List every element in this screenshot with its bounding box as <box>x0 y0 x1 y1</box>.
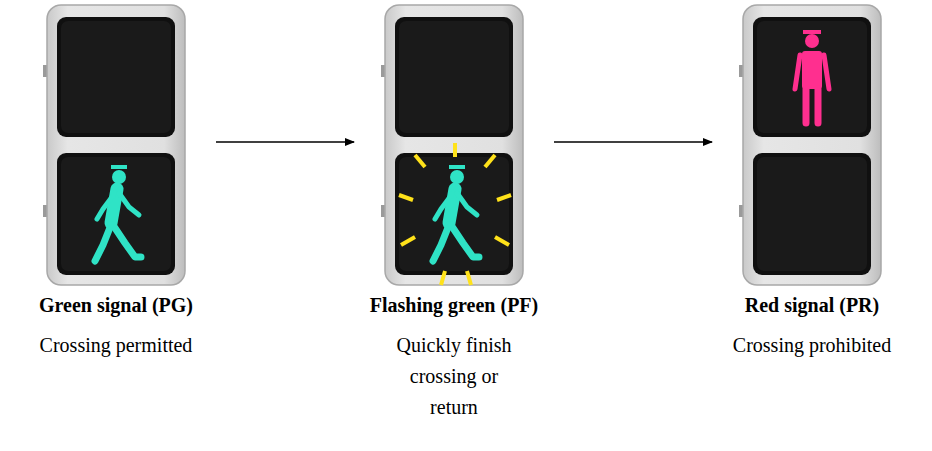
sequence-arrow <box>216 141 354 143</box>
signal-title: Green signal (PG) <box>16 290 216 320</box>
green-signal-head <box>43 5 185 285</box>
signal-title: Red signal (PR) <box>712 290 912 320</box>
signal-title: Flashing green (PF) <box>354 290 554 320</box>
signal-node: Flashing green (PF) Quickly finish crossi… <box>354 0 554 440</box>
signal-node: Red signal (PR) Crossing prohibited <box>712 0 912 440</box>
sequence-arrow <box>554 141 712 143</box>
flash-rays <box>399 143 511 285</box>
signal-meaning: Crossing prohibited <box>712 330 912 361</box>
signal-meaning: Quickly finish crossing or return <box>384 330 524 423</box>
signal-meaning: Crossing permitted <box>16 330 216 361</box>
red-signal-head <box>739 5 881 285</box>
flashing-signal-head <box>381 5 523 285</box>
signal-node: Green signal (PG) Crossing permitted <box>16 0 216 440</box>
